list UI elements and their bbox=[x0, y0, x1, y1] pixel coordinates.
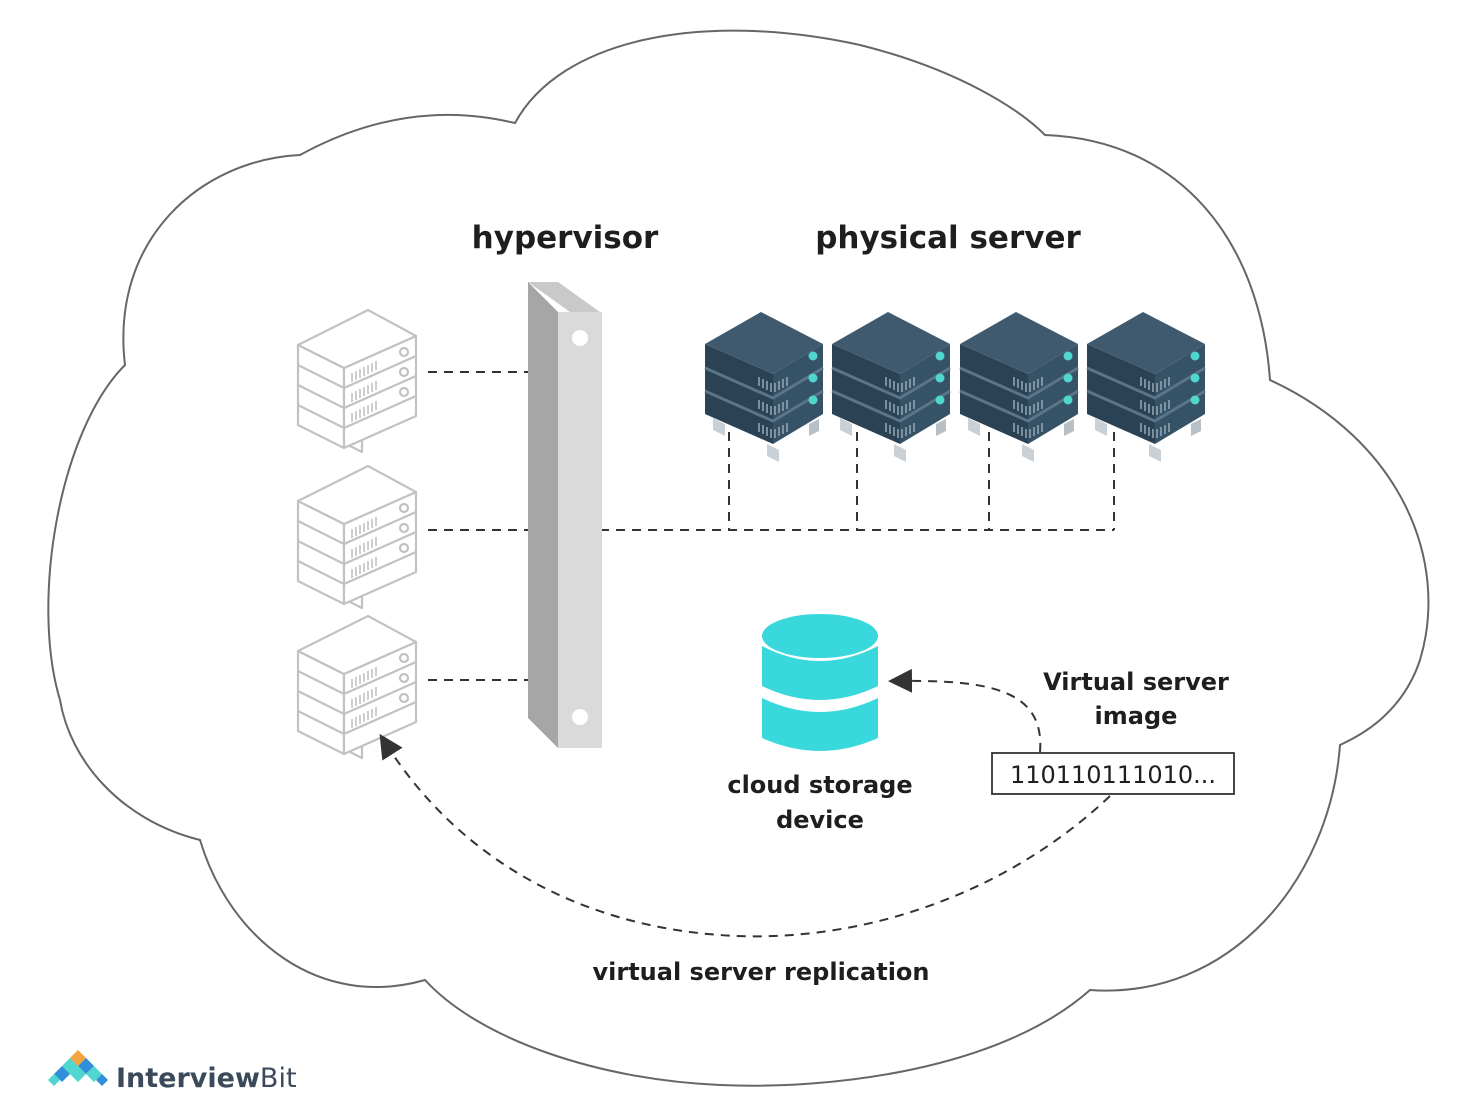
image-label-line2: image bbox=[1095, 702, 1178, 730]
image-label-line1: Virtual server bbox=[1043, 668, 1229, 696]
virtual-server-icon-1 bbox=[296, 308, 418, 454]
physical-server-icon-4 bbox=[1085, 310, 1207, 464]
physical-server-label: physical server bbox=[815, 220, 1081, 256]
brand-name-part1: Interview bbox=[116, 1063, 260, 1094]
cloud-outline bbox=[47, 29, 1430, 1087]
replication-label: virtual server replication bbox=[593, 958, 930, 986]
physical-server-icon-2 bbox=[830, 310, 952, 464]
database-icon bbox=[762, 614, 878, 751]
image-binary-text: 110110111010... bbox=[1010, 761, 1216, 789]
image-binary-box bbox=[991, 752, 1235, 795]
svg-text:InterviewBit: InterviewBit bbox=[116, 1063, 297, 1094]
hypervisor-label: hypervisor bbox=[472, 220, 659, 256]
storage-label-line2: device bbox=[776, 806, 864, 834]
virtual-server-icon-2 bbox=[296, 464, 418, 610]
interviewbit-logo: InterviewBit bbox=[48, 1050, 297, 1094]
interviewbit-logo-icon bbox=[48, 1050, 108, 1086]
hypervisor-pillar bbox=[528, 282, 602, 748]
physical-server-icon-1 bbox=[703, 310, 825, 464]
image-to-storage-arrow bbox=[888, 668, 1042, 753]
virtual-server-icon-3 bbox=[296, 614, 418, 760]
physical-server-icon-3 bbox=[958, 310, 1080, 464]
brand-name-part2: Bit bbox=[260, 1063, 297, 1094]
storage-label-line1: cloud storage bbox=[727, 771, 912, 799]
